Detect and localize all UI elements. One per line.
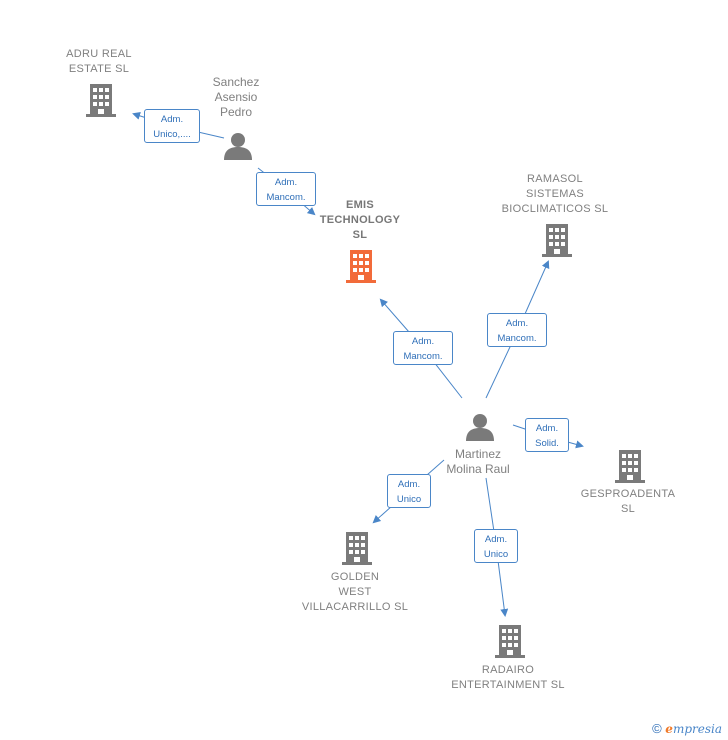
node-label-golden[interactable]: GOLDEN WEST VILLACARRILLO SL (301, 571, 409, 613)
person-icon (224, 133, 252, 160)
edge-label-martinez-radairo[interactable]: Adm. Unico (474, 529, 518, 563)
person-icon (466, 414, 494, 441)
copyright-icon: © (652, 721, 662, 736)
edge-label-martinez-gesproadenta[interactable]: Adm. Solid. (525, 418, 569, 452)
building-icon (542, 224, 572, 257)
node-label-radairo[interactable]: RADAIRO ENTERTAINMENT SL (451, 664, 565, 691)
building-icon (615, 450, 645, 483)
footer-brand: © empresia (652, 721, 722, 736)
building-icon (495, 625, 525, 658)
edge-label-sanchez-emis[interactable]: Adm. Mancom. (256, 172, 316, 206)
brand-logo: empresia (665, 722, 722, 736)
node-label-ramasol[interactable]: RAMASOL SISTEMAS BIOCLIMATICOS SL (501, 173, 609, 215)
node-label-sanchez[interactable]: Sanchez Asensio Pedro (212, 75, 260, 119)
edge-label-martinez-ramasol[interactable]: Adm. Mancom. (487, 313, 547, 347)
edge-label-martinez-emis[interactable]: Adm. Mancom. (393, 331, 453, 365)
node-label-emis[interactable]: EMIS TECHNOLOGY SL (319, 199, 401, 241)
building-icon (346, 250, 376, 283)
building-icon (342, 532, 372, 565)
node-label-martinez[interactable]: Martinez Molina Raul (446, 447, 510, 476)
building-icon (86, 84, 116, 117)
node-label-gesproadenta[interactable]: GESPROADENTA SL (580, 488, 676, 515)
edge-label-martinez-golden[interactable]: Adm. Unico (387, 474, 431, 508)
node-label-adru[interactable]: ADRU REAL ESTATE SL (66, 48, 132, 75)
edge-label-sanchez-adru[interactable]: Adm. Unico,.... (144, 109, 200, 143)
